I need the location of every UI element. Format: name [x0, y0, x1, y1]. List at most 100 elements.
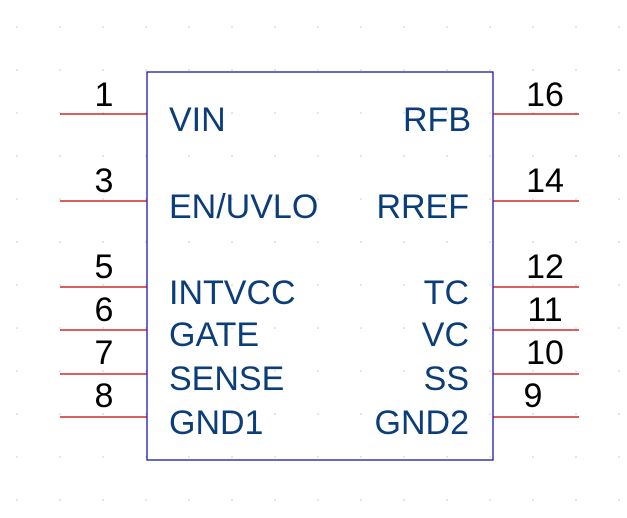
grid-dot: [102, 198, 104, 200]
grid-dot: [59, 327, 61, 329]
grid-dot: [16, 198, 18, 200]
grid-dot: [618, 112, 620, 114]
grid-dot: [16, 155, 18, 157]
grid-dot: [317, 456, 319, 458]
grid-dot: [532, 198, 534, 200]
grid-dot: [489, 456, 491, 458]
pin-name: EN/UVLO: [169, 188, 318, 226]
grid-dot: [403, 499, 405, 501]
pin-number: 11: [527, 291, 562, 329]
grid-dot: [575, 26, 577, 28]
grid-dot: [274, 456, 276, 458]
pin-name: GND1: [169, 404, 263, 442]
grid-dot: [446, 327, 448, 329]
grid-dot: [16, 370, 18, 372]
right-pin: 9 GND2: [375, 377, 579, 442]
grid-dot: [532, 241, 534, 243]
grid-dot: [16, 69, 18, 71]
pin-number: 9: [524, 377, 543, 415]
grid-dot: [59, 155, 61, 157]
grid-dot: [317, 413, 319, 415]
pin-name: SENSE: [169, 360, 284, 398]
grid-dot: [317, 112, 319, 114]
grid-dot: [102, 499, 104, 501]
grid-dot: [102, 241, 104, 243]
grid-dot: [188, 284, 190, 286]
left-pin: 1 VIN: [60, 76, 226, 139]
grid-dot: [188, 327, 190, 329]
pin-name: VC: [422, 316, 469, 354]
grid-dot: [145, 26, 147, 28]
grid-dot: [575, 155, 577, 157]
grid-dot: [403, 241, 405, 243]
pin-number: 6: [95, 291, 114, 329]
pin-name: TC: [424, 274, 469, 312]
grid-dot: [446, 456, 448, 458]
grid-dot: [231, 456, 233, 458]
grid-dot: [231, 327, 233, 329]
grid-dot: [317, 198, 319, 200]
grid-dot: [274, 241, 276, 243]
grid-dot: [188, 413, 190, 415]
grid-dot: [403, 327, 405, 329]
left-pin: 5 INTVCC: [60, 248, 296, 312]
grid-dot: [446, 69, 448, 71]
grid-dot: [102, 284, 104, 286]
right-pin: 14 RREF: [376, 162, 579, 226]
grid-dot: [102, 69, 104, 71]
grid-dot: [145, 69, 147, 71]
grid-dot: [317, 69, 319, 71]
grid-dot: [446, 370, 448, 372]
grid-dot: [274, 69, 276, 71]
grid-dot: [489, 155, 491, 157]
grid-dot: [317, 241, 319, 243]
grid-dot: [360, 327, 362, 329]
grid-dot: [231, 69, 233, 71]
grid-dot: [403, 26, 405, 28]
pin-number: 14: [526, 162, 564, 200]
grid-dot: [403, 456, 405, 458]
grid-dot: [532, 69, 534, 71]
pin-name: INTVCC: [169, 274, 296, 312]
grid-dot: [575, 370, 577, 372]
grid-dot: [274, 413, 276, 415]
grid-dot: [16, 327, 18, 329]
grid-dot: [618, 413, 620, 415]
grid-dot: [59, 499, 61, 501]
grid-dot: [317, 499, 319, 501]
grid-dot: [575, 69, 577, 71]
grid-dot: [317, 370, 319, 372]
grid-dot: [231, 26, 233, 28]
grid-dot: [532, 456, 534, 458]
grid-dot: [446, 112, 448, 114]
grid-dot: [575, 413, 577, 415]
right-pin: 11 VC: [422, 291, 579, 354]
grid-dot: [231, 284, 233, 286]
grid-dot: [188, 370, 190, 372]
grid-dot: [274, 327, 276, 329]
grid-dot: [618, 198, 620, 200]
pin-name: GND2: [375, 404, 469, 442]
grid-dot: [575, 456, 577, 458]
grid-dot: [575, 198, 577, 200]
pin-name: VIN: [169, 101, 226, 139]
grid-dot: [532, 155, 534, 157]
grid-dot: [102, 327, 104, 329]
grid-dot: [360, 370, 362, 372]
grid-dot: [532, 413, 534, 415]
grid-dot: [59, 456, 61, 458]
grid-dot: [16, 112, 18, 114]
grid-dot: [16, 241, 18, 243]
grid-dot: [59, 26, 61, 28]
grid-dot: [489, 413, 491, 415]
grid-dot: [575, 327, 577, 329]
grid-dot: [317, 327, 319, 329]
grid-dot: [102, 26, 104, 28]
grid-dot: [59, 69, 61, 71]
left-pin: 6 GATE: [60, 291, 259, 354]
grid-dot: [403, 69, 405, 71]
pin-name: RREF: [376, 188, 469, 226]
grid-dot: [188, 456, 190, 458]
grid-dot: [446, 499, 448, 501]
grid-dot: [188, 155, 190, 157]
